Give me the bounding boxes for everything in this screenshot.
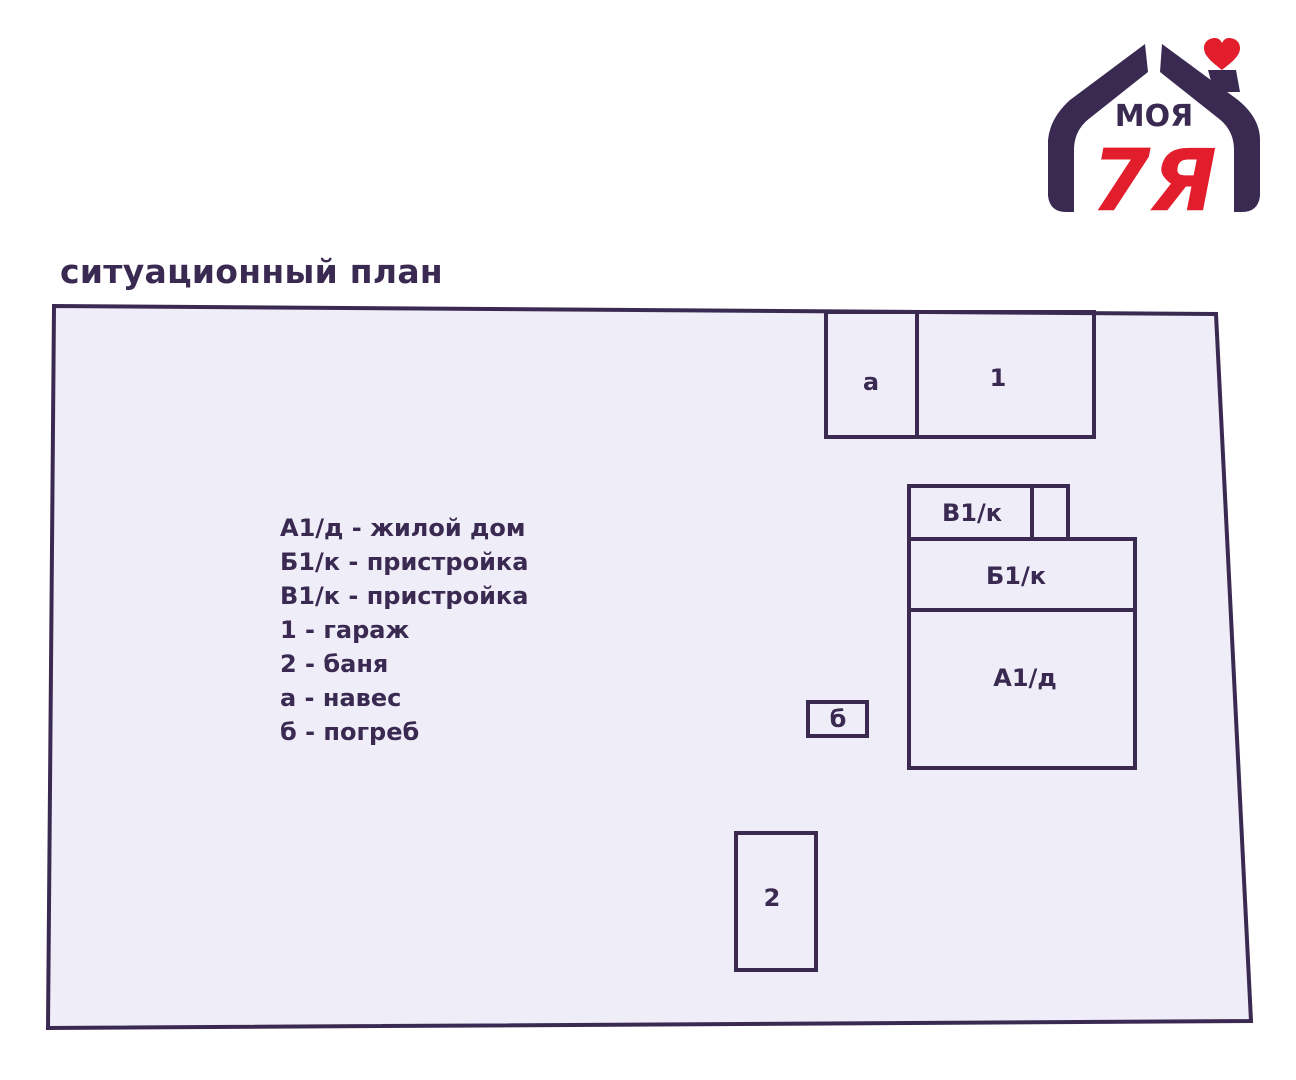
building-garage-label: 1	[990, 364, 1007, 392]
legend-item: В1/к - пристройка	[280, 582, 529, 610]
building-house	[907, 608, 1137, 770]
building-garage	[915, 310, 1096, 439]
legend-item: 2 - баня	[280, 650, 389, 678]
building-canopy-label: а	[863, 368, 879, 396]
legend-item: А1/д - жилой дом	[280, 514, 526, 542]
legend: А1/д - жилой дом Б1/к - пристройка В1/к …	[280, 511, 528, 749]
logo-top-text: МОЯ	[1115, 99, 1193, 134]
logo-main-text: 7Я	[1091, 131, 1217, 231]
building-bathhouse	[734, 831, 818, 972]
logo-heart-icon	[1204, 38, 1240, 70]
page-title: ситуационный план	[60, 252, 444, 291]
legend-item: а - навес	[280, 684, 402, 712]
logo-house-icon	[1048, 44, 1260, 212]
legend-item: б - погреб	[280, 718, 420, 746]
building-extension-v-label: В1/к	[942, 499, 1002, 527]
building-bathhouse-label: 2	[764, 884, 781, 912]
building-house-label: А1/д	[993, 664, 1056, 692]
building-cellar-label: б	[830, 705, 847, 733]
legend-item: Б1/к - пристройка	[280, 548, 529, 576]
legend-item: 1 - гараж	[280, 616, 410, 644]
building-extension-b-label: Б1/к	[986, 562, 1046, 590]
building-cellar	[806, 700, 869, 738]
plot-boundary	[45, 303, 1254, 1031]
